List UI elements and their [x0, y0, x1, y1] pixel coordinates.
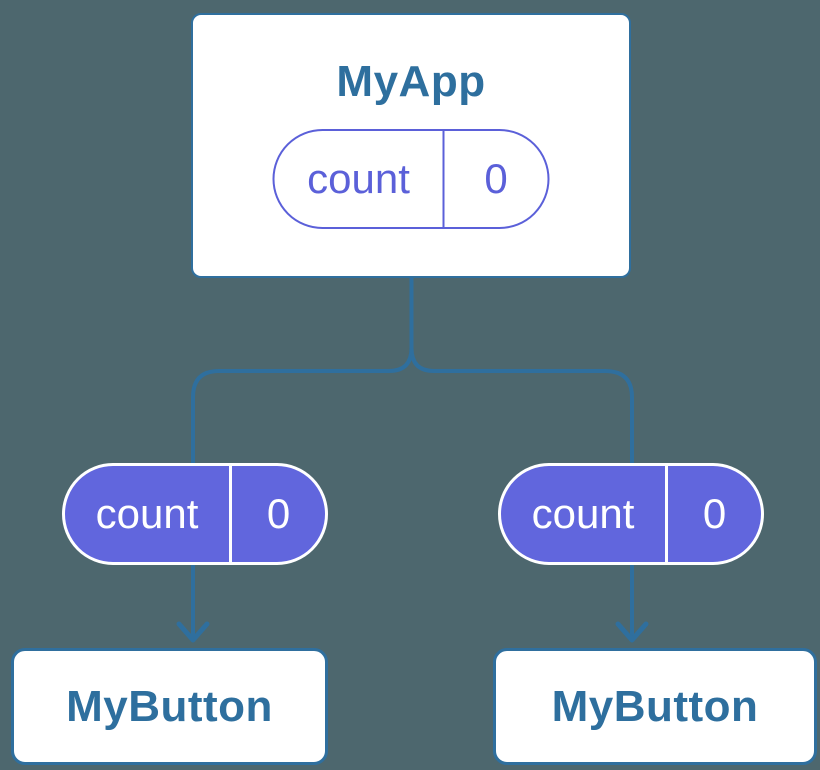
prop-value: 0: [266, 490, 291, 537]
pill-divider: [665, 466, 668, 562]
pill-divider: [442, 131, 445, 227]
arrow-down-icon: [615, 621, 649, 643]
child-prop-pill-left: count 0: [62, 463, 328, 565]
prop-value: 0: [702, 490, 727, 537]
root-component-title: MyApp: [336, 57, 486, 106]
child-component-card-right: MyButton: [493, 648, 817, 765]
pill-divider: [229, 466, 232, 562]
child-component-title: MyButton: [551, 681, 759, 731]
root-state-pill: count 0: [272, 129, 550, 229]
state-key: count: [307, 155, 410, 202]
child-component-title: MyButton: [66, 681, 273, 731]
branch-connector-left: [191, 278, 414, 637]
arrow-down-icon: [176, 621, 210, 643]
prop-key: count: [531, 490, 635, 537]
child-component-card-left: MyButton: [11, 648, 328, 765]
root-component-card: MyApp count 0: [191, 13, 631, 278]
prop-key: count: [95, 490, 199, 537]
child-prop-pill-right: count 0: [498, 463, 764, 565]
state-value: 0: [484, 155, 508, 202]
branch-connector-right: [409, 278, 634, 637]
